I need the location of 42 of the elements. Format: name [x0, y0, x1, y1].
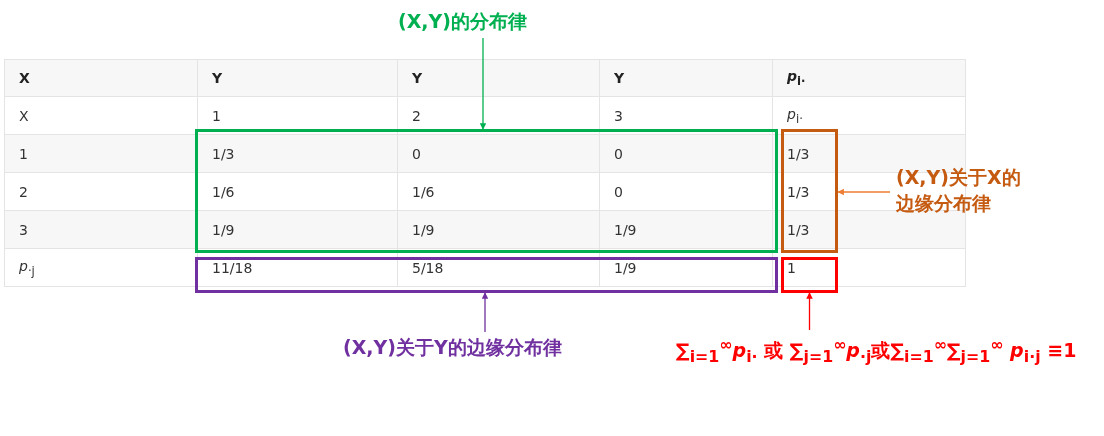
arrow [837, 188, 891, 196]
table-cell: p$_{i·}$ [787, 68, 806, 88]
highlight-box [195, 257, 778, 293]
table-cell: 1/3 [787, 221, 810, 238]
table-cell: 0 [614, 183, 623, 200]
table-cell: 1 [212, 107, 221, 124]
table-cell: 11/18 [212, 259, 253, 276]
table-cell: X [19, 70, 30, 86]
table-cell: 0 [614, 145, 623, 162]
table-cell: X [19, 107, 29, 124]
annotation-text: ∑$_{i=1}$$^{∞}$p$_{i·}$ 或 ∑$_{j=1}$$^{∞}$p$_{·j}$或∑$_{i=1}$$^{∞}$∑$_{j=1}$$^{∞}$ p$_{i·j}$ ≡1 [676, 334, 1078, 369]
highlight-box [781, 129, 838, 253]
table-cell: 2 [412, 107, 421, 124]
table-cell: 5/18 [412, 259, 444, 276]
arrow [479, 37, 487, 130]
table-cell: 1/3 [787, 183, 810, 200]
table-cell: 3 [19, 221, 28, 238]
arrow [481, 292, 489, 333]
annotation-text: (X,Y)的分布律 [398, 9, 528, 34]
table-cell: 1 [19, 145, 28, 162]
table-cell: 1/6 [212, 183, 235, 200]
table-cell: 1/9 [614, 221, 637, 238]
table-cell: p$_{i·}$ [787, 105, 803, 126]
table-cell: p$_{·j}$ [19, 257, 35, 278]
highlight-box [781, 257, 838, 293]
arrow [806, 292, 813, 331]
table-cell: 1/9 [212, 221, 235, 238]
table-cell: 1/9 [614, 259, 637, 276]
table-cell: 1 [787, 259, 796, 276]
table-cell: Y [614, 70, 625, 86]
annotation-text: (X,Y)关于X的边缘分布律 [896, 165, 1022, 216]
table-cell: Y [412, 70, 423, 86]
table-cell: 2 [19, 183, 28, 200]
table-cell: 1/9 [412, 221, 435, 238]
table-cell: 1/6 [412, 183, 435, 200]
table-cell: Y [212, 70, 223, 86]
table-cell: 1/3 [787, 145, 810, 162]
highlight-box [195, 129, 778, 253]
table-cell: 1/3 [212, 145, 235, 162]
table-cell: 0 [412, 145, 421, 162]
annotation-text: (X,Y)关于Y的边缘分布律 [343, 335, 563, 360]
table-cell: 3 [614, 107, 623, 124]
